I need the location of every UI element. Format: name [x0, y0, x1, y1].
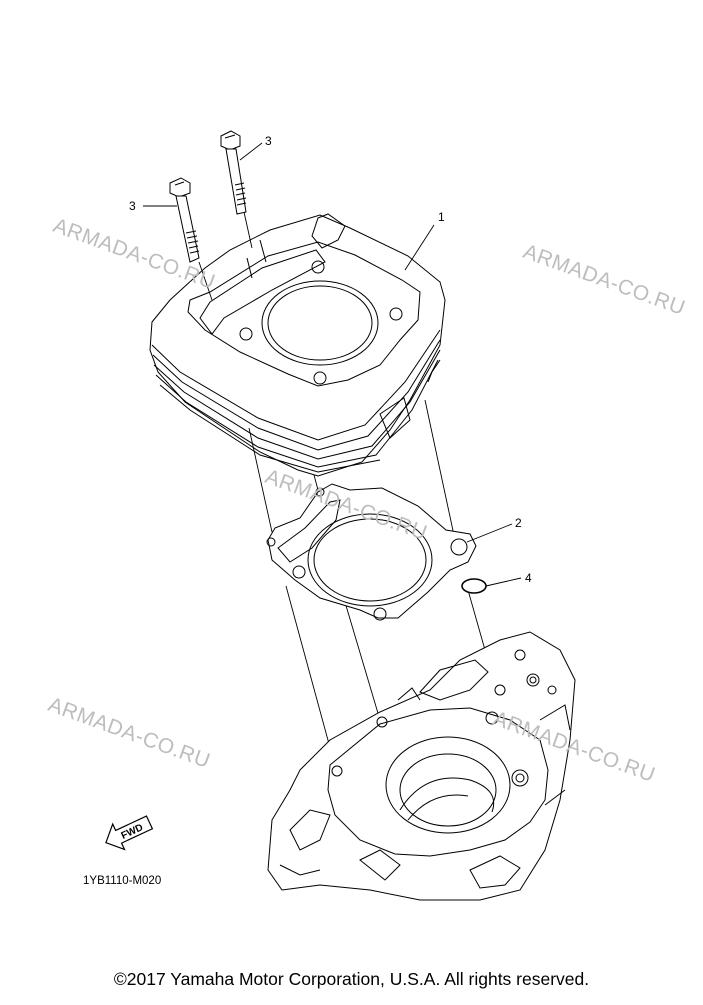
- cylinder: [149, 213, 446, 477]
- copyright-notice: ©2017 Yamaha Motor Corporation, U.S.A. A…: [113, 969, 590, 989]
- leader-gasket: [466, 523, 513, 543]
- bolt-right: [220, 130, 247, 215]
- cylinder-gasket: [266, 483, 477, 621]
- callout-bolt-right: 3: [265, 134, 272, 148]
- leader-lines: [143, 142, 522, 587]
- callout-bolt-left: 3: [129, 199, 136, 213]
- leader-cylinder: [404, 224, 435, 271]
- bolt-left: [169, 177, 200, 263]
- callout-cylinder: 1: [438, 210, 445, 224]
- fwd-label: FWD: [120, 822, 145, 842]
- leader-o-ring: [485, 577, 522, 587]
- leader-bolt-right: [239, 142, 263, 161]
- o-ring: [461, 578, 487, 594]
- diagram-code: 1YB1110-M020: [83, 875, 162, 887]
- callout-gasket: 2: [515, 516, 522, 530]
- fwd-arrow-icon: FWD: [105, 815, 154, 851]
- crankcase: [267, 631, 576, 901]
- callout-o-ring: 4: [525, 571, 532, 585]
